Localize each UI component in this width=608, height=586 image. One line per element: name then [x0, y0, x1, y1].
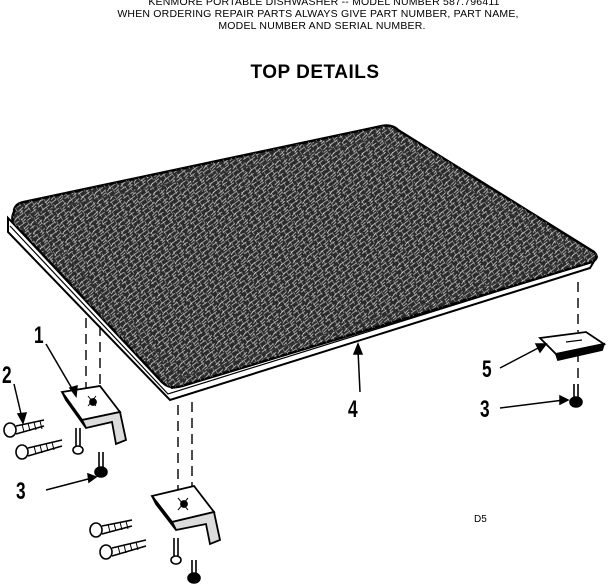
- callout-3-left: 3: [16, 478, 26, 505]
- retaining-clip: [538, 331, 607, 362]
- screw-lower-1: [89, 519, 133, 538]
- mounting-bracket-upper: [60, 385, 128, 446]
- header-line-2: WHEN ORDERING REPAIR PARTS ALWAYS GIVE P…: [117, 8, 519, 20]
- screw-upper-2: [15, 439, 63, 460]
- screw-vertical-2: [94, 452, 108, 478]
- mounting-bracket-lower: [150, 484, 222, 546]
- screw-vertical-1: [72, 428, 84, 455]
- callout-1: 1: [34, 322, 44, 349]
- screw-vertical-4: [187, 560, 201, 584]
- callout-4: 4: [348, 396, 358, 423]
- diagram-title: TOP DETAILS: [250, 62, 380, 83]
- callout-2: 2: [2, 362, 12, 389]
- screw-lower-2: [99, 539, 147, 560]
- screw-upper-1: [3, 419, 45, 438]
- diagram-code: D5: [474, 514, 487, 525]
- leader-lines: [13, 341, 570, 491]
- header-line-3: MODEL NUMBER AND SERIAL NUMBER.: [218, 20, 426, 32]
- header-line-1: KENMORE PORTABLE DISHWASHER -- MODEL NUM…: [148, 0, 500, 8]
- alignment-lines: [85, 282, 579, 490]
- callout-5: 5: [482, 356, 492, 383]
- callout-3-right: 3: [480, 396, 490, 423]
- screw-vertical-3: [170, 538, 182, 565]
- screw-right: [569, 384, 583, 408]
- countertop: [7, 124, 599, 402]
- screws: [3, 384, 583, 584]
